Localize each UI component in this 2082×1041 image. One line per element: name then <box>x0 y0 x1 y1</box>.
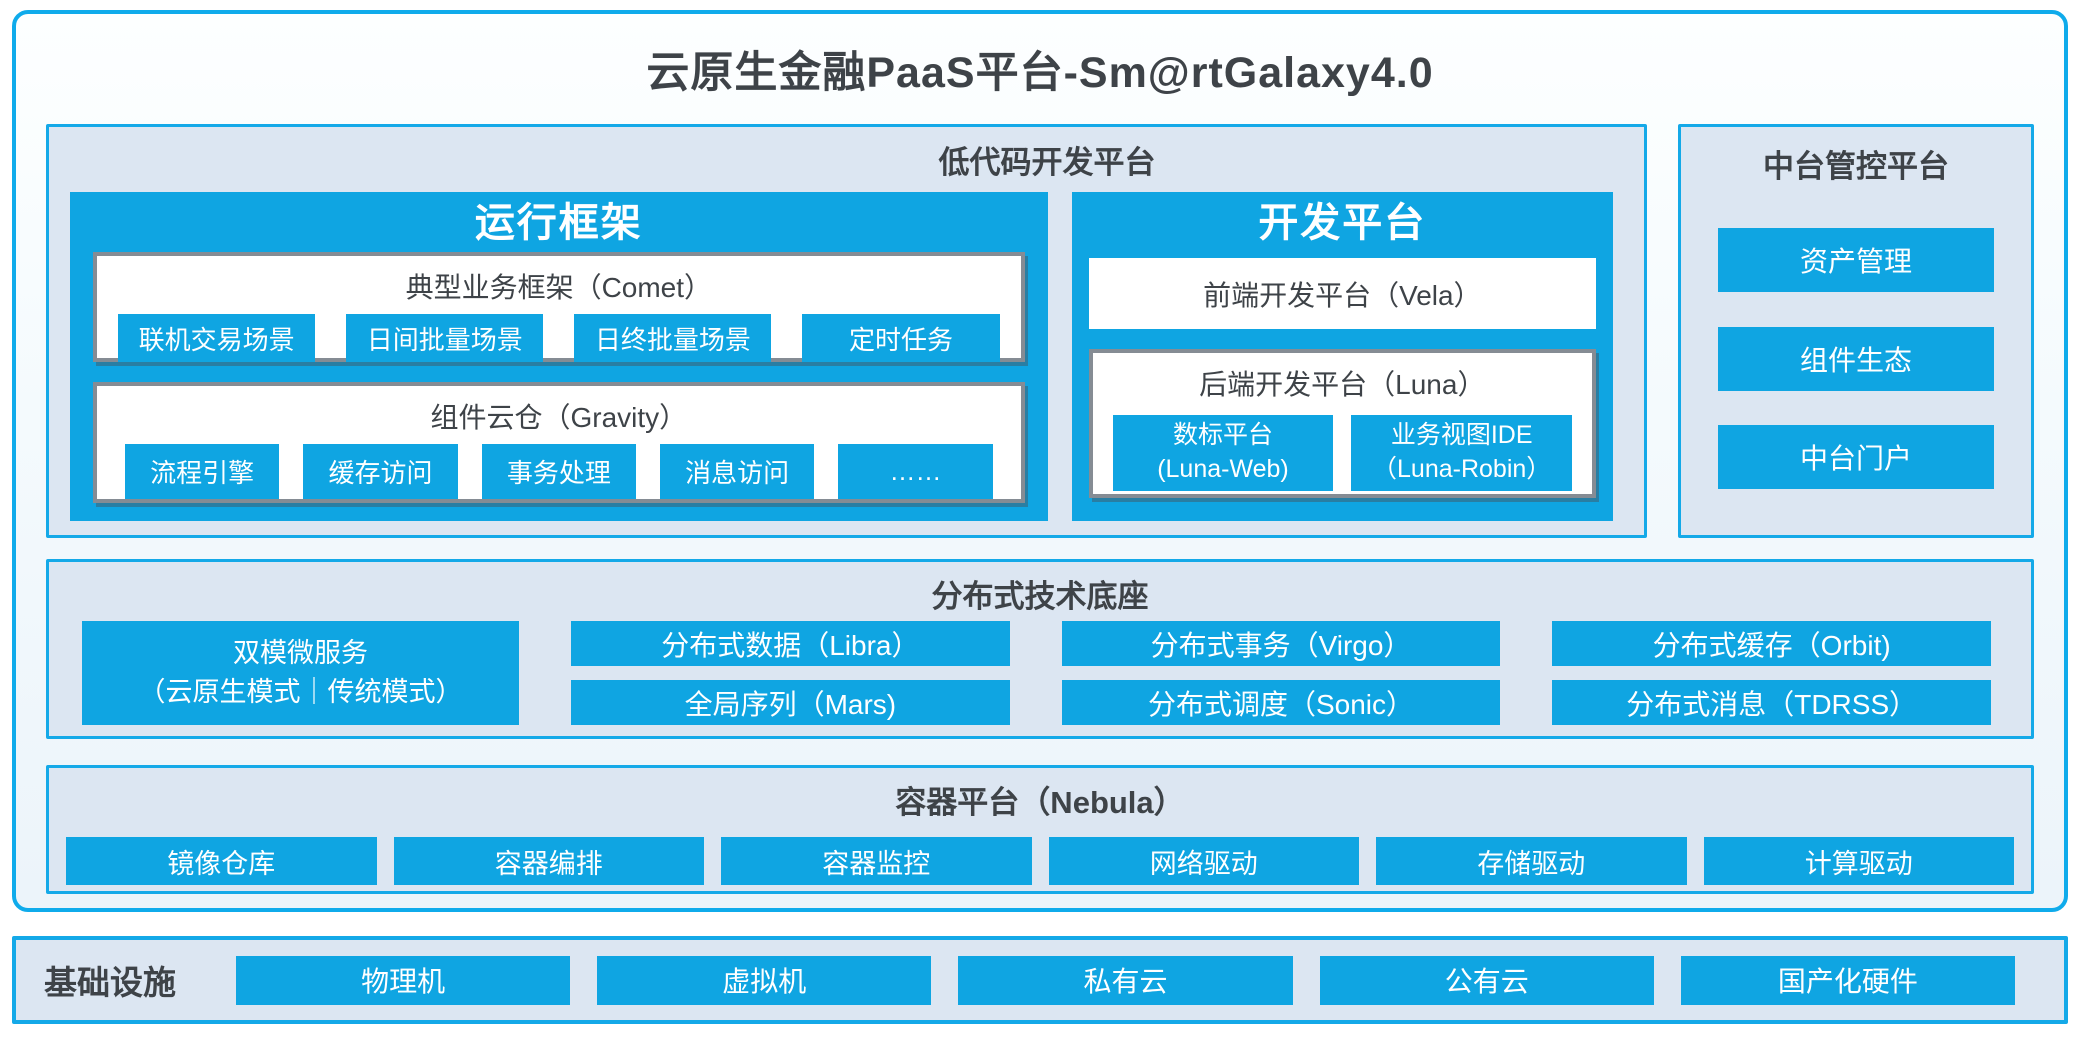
backend-luna-group: 后端开发平台（Luna） 数标平台 (Luna-Web) 业务视图IDE （Lu… <box>1088 349 1596 498</box>
item-distributed-cache: 分布式缓存（Orbit) <box>1552 621 1992 666</box>
distributed-column-2: 分布式事务（Virgo） 分布式调度（Sonic） <box>1061 621 1501 725</box>
item-scheduled-task: 定时任务 <box>802 314 1000 362</box>
mid-platform-items: 资产管理 组件生态 中台门户 <box>1681 186 2031 535</box>
backend-luna-title: 后端开发平台（Luna） <box>1199 369 1486 400</box>
item-luna-web-line1: 数标平台 <box>1172 421 1273 450</box>
comet-framework-title: 典型业务框架（Comet） <box>405 272 713 303</box>
item-dual-mode-microservice: 双模微服务 （云原生模式｜传统模式） <box>82 621 519 725</box>
distributed-base-items: 双模微服务 （云原生模式｜传统模式） 分布式数据（Libra） 全局序列（Mar… <box>82 621 1992 725</box>
item-daytime-batch-scene: 日间批量场景 <box>346 314 544 362</box>
item-private-cloud: 私有云 <box>958 955 1293 1005</box>
mid-platform-panel: 中台管控平台 资产管理 组件生态 中台门户 <box>1678 124 2034 538</box>
item-process-engine: 流程引擎 <box>125 444 280 499</box>
item-domestic-hardware: 国产化硬件 <box>1680 955 2016 1005</box>
container-platform-items: 镜像仓库 容器编排 容器监控 网络驱动 存储驱动 计算驱动 <box>66 837 2014 885</box>
item-luna-robin-line2: （Luna-Robin） <box>1372 455 1552 483</box>
item-public-cloud: 公有云 <box>1319 955 1654 1005</box>
gravity-component-items: 流程引擎 缓存访问 事务处理 消息访问 …… <box>97 444 1021 499</box>
item-distributed-scheduling: 分布式调度（Sonic） <box>1061 680 1501 725</box>
item-container-orchestration: 容器编排 <box>393 837 704 885</box>
frontend-vela-box: 前端开发平台（Vela） <box>1088 258 1596 329</box>
infrastructure-items: 物理机 虚拟机 私有云 公有云 国产化硬件 <box>236 955 2016 1005</box>
top-row: 低代码开发平台 运行框架 典型业务框架（Comet） 联机交易场景 日间批量场景… <box>46 124 2034 538</box>
item-luna-web: 数标平台 (Luna-Web) <box>1112 415 1334 491</box>
item-luna-robin: 业务视图IDE （Luna-Robin） <box>1351 415 1572 491</box>
item-ellipsis: …… <box>838 444 993 499</box>
page-title: 云原生金融PaaS平台-Sm@rtGalaxy4.0 <box>646 49 1434 97</box>
item-cache-access: 缓存访问 <box>303 444 458 499</box>
item-message-access: 消息访问 <box>659 444 815 499</box>
item-asset-management: 资产管理 <box>1718 228 1994 292</box>
item-global-sequence: 全局序列（Mars) <box>571 680 1010 725</box>
distributed-base-panel: 分布式技术底座 双模微服务 （云原生模式｜传统模式） 分布式数据（Libra） … <box>46 559 2034 739</box>
item-dual-mode-line2: （云原生模式｜传统模式） <box>138 677 463 707</box>
runtime-framework-title: 运行框架 <box>474 201 643 245</box>
item-component-ecosystem: 组件生态 <box>1718 326 1994 391</box>
item-online-trading-scene: 联机交易场景 <box>118 314 316 362</box>
gravity-component-group: 组件云仓（Gravity） 流程引擎 缓存访问 事务处理 消息访问 …… <box>93 382 1025 503</box>
gravity-component-title: 组件云仓（Gravity） <box>430 402 688 433</box>
item-eod-batch-scene: 日终批量场景 <box>574 314 772 362</box>
item-luna-web-line2: (Luna-Web) <box>1157 455 1289 483</box>
item-storage-driver: 存储驱动 <box>1376 837 1687 885</box>
item-distributed-data: 分布式数据（Libra） <box>571 621 1010 666</box>
dev-platform-box: 开发平台 前端开发平台（Vela） 后端开发平台（Luna） 数标平台 (Lun… <box>1071 192 1613 521</box>
item-dual-mode-line1: 双模微服务 <box>233 637 368 668</box>
low-code-panel-label: 低代码开发平台 <box>938 145 1156 180</box>
item-network-driver: 网络驱动 <box>1048 837 1359 885</box>
distributed-column-1: 分布式数据（Libra） 全局序列（Mars) <box>571 621 1010 725</box>
item-physical-machine: 物理机 <box>236 955 571 1005</box>
item-compute-driver: 计算驱动 <box>1703 837 2014 885</box>
distributed-base-label: 分布式技术底座 <box>931 579 1149 614</box>
item-luna-robin-line1: 业务视图IDE <box>1390 421 1533 450</box>
dev-platform-title: 开发平台 <box>1258 201 1427 245</box>
infrastructure-panel: 基础设施 物理机 虚拟机 私有云 公有云 国产化硬件 <box>12 936 2068 1024</box>
item-container-monitoring: 容器监控 <box>721 837 1032 885</box>
infrastructure-label: 基础设施 <box>44 964 176 1001</box>
comet-framework-items: 联机交易场景 日间批量场景 日终批量场景 定时任务 <box>97 314 1021 362</box>
backend-luna-items: 数标平台 (Luna-Web) 业务视图IDE （Luna-Robin） <box>1093 415 1592 491</box>
container-platform-label: 容器平台（Nebula） <box>895 785 1185 820</box>
low-code-panel: 低代码开发平台 运行框架 典型业务框架（Comet） 联机交易场景 日间批量场景… <box>46 124 1647 538</box>
runtime-framework-box: 运行框架 典型业务框架（Comet） 联机交易场景 日间批量场景 日终批量场景 … <box>70 192 1048 521</box>
item-transaction-processing: 事务处理 <box>481 444 636 499</box>
comet-framework-group: 典型业务框架（Comet） 联机交易场景 日间批量场景 日终批量场景 定时任务 <box>93 252 1025 362</box>
item-distributed-message: 分布式消息（TDRSS） <box>1552 680 1992 725</box>
item-image-registry: 镜像仓库 <box>66 837 377 885</box>
platform-container: 云原生金融PaaS平台-Sm@rtGalaxy4.0 低代码开发平台 运行框架 … <box>12 10 2068 912</box>
item-virtual-machine: 虚拟机 <box>597 955 932 1005</box>
item-distributed-transaction: 分布式事务（Virgo） <box>1061 621 1501 666</box>
item-mid-portal: 中台门户 <box>1718 425 1994 489</box>
mid-platform-label: 中台管控平台 <box>1763 149 1949 184</box>
low-code-content: 运行框架 典型业务框架（Comet） 联机交易场景 日间批量场景 日终批量场景 … <box>70 192 1613 521</box>
container-platform-panel: 容器平台（Nebula） 镜像仓库 容器编排 容器监控 网络驱动 存储驱动 计算… <box>46 765 2034 894</box>
distributed-column-3: 分布式缓存（Orbit) 分布式消息（TDRSS） <box>1552 621 1992 725</box>
